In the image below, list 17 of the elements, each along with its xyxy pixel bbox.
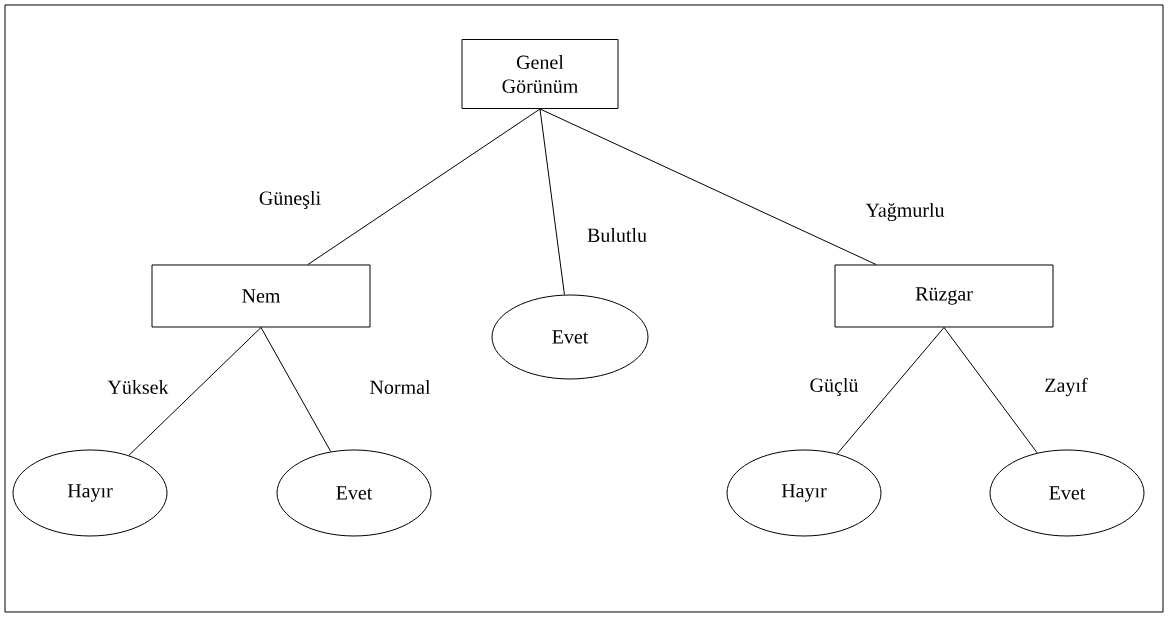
edge-label: Yüksek [107, 379, 169, 394]
edge-label: Zayıf [1045, 377, 1088, 397]
decision-box: Rüzgar [834, 264, 1054, 328]
edge-label: Yağmurlu [865, 202, 945, 222]
decision-box: Nem [151, 264, 371, 328]
connector-line [307, 108, 541, 265]
edge-label: Normal [370, 379, 431, 394]
connector-line [539, 108, 877, 265]
edge-label: Güneşli [259, 190, 321, 210]
connector-line [943, 327, 1038, 454]
connector-line [539, 108, 565, 296]
edge-label: Bulutlu [587, 227, 647, 242]
edge-label: Güçlü [810, 377, 859, 397]
connector-line [836, 327, 945, 455]
decision-box: Genel Görünüm [461, 39, 619, 109]
connector-line [128, 327, 262, 456]
connector-line [260, 327, 332, 452]
